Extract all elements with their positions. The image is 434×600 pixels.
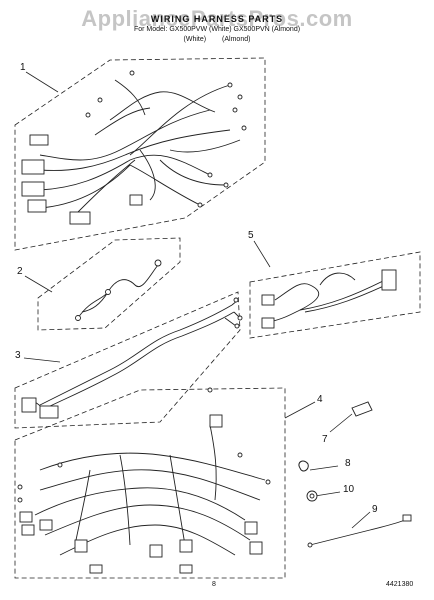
part-9-ground-wire <box>307 514 412 548</box>
part-8-ring <box>298 460 309 472</box>
leader-4 <box>284 401 316 419</box>
color-variants: (White) (Almond) <box>183 36 251 43</box>
callout-7: 7 <box>322 434 328 445</box>
harness-4-wires <box>34 424 266 556</box>
harness-1-connectors <box>21 70 247 225</box>
leader-7 <box>329 413 353 433</box>
harness-3-outline <box>14 291 241 429</box>
watermark: AppliancePartsPros.com <box>81 6 353 31</box>
callout-9: 9 <box>372 504 378 515</box>
harness-2-outline <box>37 237 181 331</box>
harness-3-connectors <box>21 297 243 419</box>
harness-5-wires <box>269 272 389 323</box>
callout-4: 4 <box>317 394 323 405</box>
part-10-nut <box>306 490 318 502</box>
callout-8: 8 <box>345 458 351 469</box>
callout-10: 10 <box>343 484 355 495</box>
callout-5: 5 <box>248 230 254 241</box>
leader-8 <box>309 465 339 471</box>
callout-3: 3 <box>15 350 21 361</box>
model-line: For Model: GX500PVW (White) GX500PVN (Al… <box>133 26 301 33</box>
callout-2: 2 <box>17 266 23 277</box>
document-number: 4421380 <box>386 581 414 588</box>
leader-3 <box>23 357 61 363</box>
harness-5-outline <box>249 251 421 339</box>
leader-9 <box>351 511 371 529</box>
leader-1 <box>25 71 59 93</box>
harness-2-wires <box>75 259 162 321</box>
page-number: 8 <box>212 581 216 588</box>
leader-2 <box>24 275 53 293</box>
harness-4-outline <box>14 387 286 579</box>
leader-5 <box>253 240 271 268</box>
harness-4-connectors <box>17 387 271 574</box>
harness-3-wires <box>34 299 241 419</box>
leader-10 <box>314 491 341 497</box>
harness-1-wires <box>39 79 241 216</box>
page-title: WIRING HARNESS PARTS <box>150 14 284 24</box>
part-7-clip <box>351 401 373 417</box>
harness-1-outline <box>14 57 266 251</box>
harness-5-connectors <box>261 269 397 329</box>
callout-1: 1 <box>20 62 26 73</box>
